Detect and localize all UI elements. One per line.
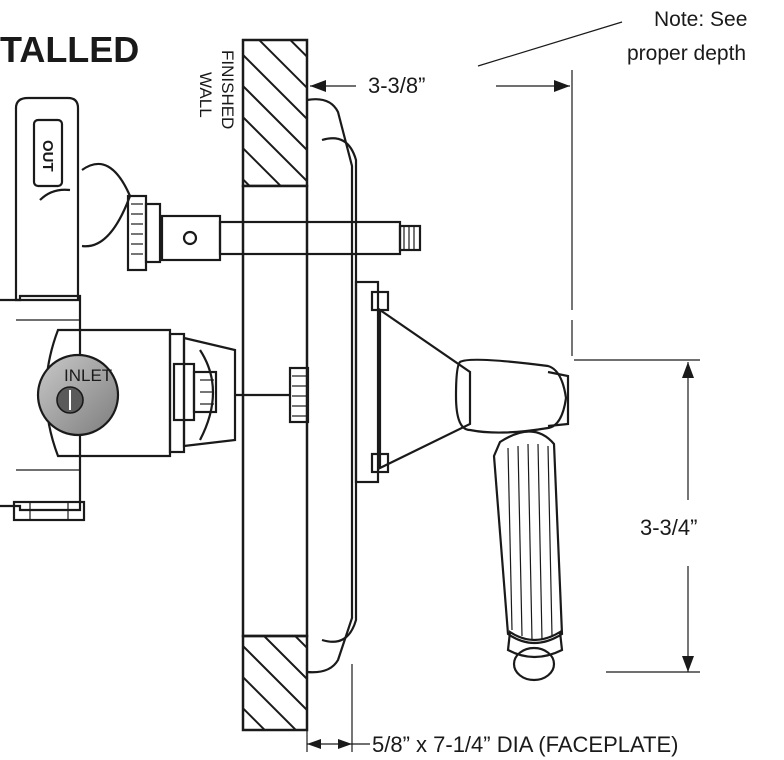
note-leader-line bbox=[477, 21, 623, 67]
dimension-handle-height-label: 3-3/4” bbox=[640, 515, 697, 540]
note-line-1: Note: See bbox=[654, 8, 747, 31]
valve-body: OUT bbox=[0, 96, 310, 522]
out-label: OUT bbox=[39, 140, 56, 172]
dimension-depth-label: 3-3/8” bbox=[368, 73, 425, 98]
wall-label-line-1: FINISHED bbox=[218, 50, 237, 129]
page-title: TALLED bbox=[0, 29, 139, 70]
upper-stem bbox=[160, 214, 422, 262]
dimension-handle-height bbox=[574, 359, 700, 673]
dimension-depth bbox=[310, 70, 573, 356]
dimension-faceplate bbox=[306, 664, 370, 752]
note-line-2: proper depth bbox=[627, 42, 746, 65]
dimension-faceplate-label: 5/8” x 7-1/4” DIA (FACEPLATE) bbox=[372, 732, 678, 757]
wall-label-line-2: WALL bbox=[196, 72, 215, 118]
faceplate bbox=[306, 98, 358, 674]
lever-handle bbox=[354, 280, 570, 682]
inlet-label: INLET bbox=[64, 366, 112, 385]
inlet-port bbox=[36, 353, 120, 437]
finished-wall bbox=[241, 38, 309, 732]
